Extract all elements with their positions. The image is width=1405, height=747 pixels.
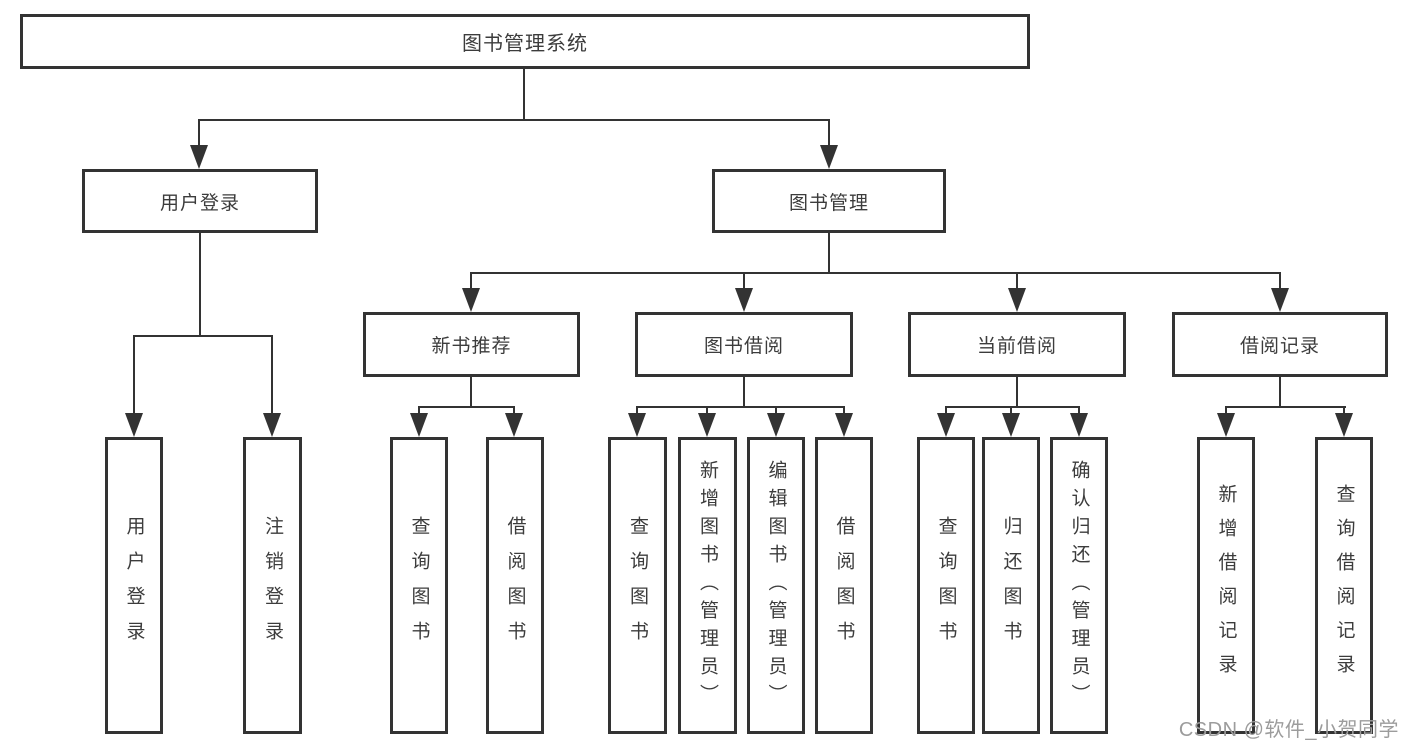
connector-line — [271, 335, 273, 417]
connector-line — [1279, 272, 1281, 292]
leaf-borrow-books-1-label: 借阅图书 — [504, 515, 526, 656]
arrow-down-icon — [698, 413, 716, 437]
node-new-book-recommend: 新书推荐 — [363, 312, 580, 377]
connector-line — [828, 119, 830, 149]
connector-line — [470, 272, 472, 292]
arrow-down-icon — [462, 288, 480, 312]
node-current-borrow: 当前借阅 — [908, 312, 1126, 377]
connector-line — [133, 335, 273, 337]
connector-line — [1010, 406, 1012, 417]
leaf-edit-book-admin-label: 编辑图书（管理员） — [765, 459, 787, 712]
leaf-query-borrow-record-label: 查询借阅记录 — [1333, 483, 1355, 688]
leaf-borrow-books-2-label: 借阅图书 — [833, 515, 855, 656]
arrow-down-icon — [1335, 413, 1353, 437]
arrow-down-icon — [628, 413, 646, 437]
connector-line — [706, 406, 708, 417]
connector-line — [1343, 406, 1345, 417]
leaf-add-borrow-record-label: 新增借阅记录 — [1215, 483, 1237, 688]
arrow-down-icon — [937, 413, 955, 437]
connector-line — [418, 406, 420, 417]
arrow-down-icon — [820, 145, 838, 169]
arrow-down-icon — [263, 413, 281, 437]
leaf-user-login: 用户登录 — [105, 437, 163, 734]
node-borrow-records: 借阅记录 — [1172, 312, 1388, 377]
connector-line — [470, 272, 1281, 274]
node-book-borrow: 图书借阅 — [635, 312, 853, 377]
arrow-down-icon — [1008, 288, 1026, 312]
connector-line — [743, 272, 745, 292]
leaf-confirm-return-admin-label: 确认归还（管理员） — [1068, 459, 1090, 712]
connector-line — [843, 406, 845, 417]
arrow-down-icon — [1070, 413, 1088, 437]
connector-line — [828, 233, 830, 274]
leaf-edit-book-admin: 编辑图书（管理员） — [747, 437, 805, 734]
connector-line — [513, 406, 515, 417]
connector-line — [1016, 272, 1018, 292]
leaf-query-books-3-label: 查询图书 — [935, 515, 957, 656]
connector-line — [1225, 406, 1346, 408]
arrow-down-icon — [835, 413, 853, 437]
leaf-query-books-1-label: 查询图书 — [408, 515, 430, 656]
connector-line — [470, 377, 472, 408]
leaf-user-login-label: 用户登录 — [123, 515, 145, 656]
leaf-query-books-3: 查询图书 — [917, 437, 975, 734]
leaf-query-books-2-label: 查询图书 — [627, 515, 648, 656]
node-book-management: 图书管理 — [712, 169, 946, 233]
connector-line — [636, 406, 845, 408]
arrow-down-icon — [1002, 413, 1020, 437]
connector-line — [775, 406, 777, 417]
connector-line — [199, 233, 201, 337]
leaf-add-book-admin-label: 新增图书（管理员） — [697, 459, 718, 712]
leaf-logout-login-label: 注销登录 — [262, 515, 283, 656]
node-user-login: 用户登录 — [82, 169, 318, 233]
connector-line — [1078, 406, 1080, 417]
node-root: 图书管理系统 — [20, 14, 1030, 69]
leaf-borrow-books-1: 借阅图书 — [486, 437, 544, 734]
leaf-return-book: 归还图书 — [982, 437, 1040, 734]
connector-line — [133, 335, 135, 417]
connector-line — [418, 406, 515, 408]
leaf-return-book-label: 归还图书 — [1000, 515, 1022, 656]
arrow-down-icon — [767, 413, 785, 437]
leaf-query-borrow-record: 查询借阅记录 — [1315, 437, 1373, 734]
leaf-add-borrow-record: 新增借阅记录 — [1197, 437, 1255, 734]
connector-line — [1016, 377, 1018, 408]
connector-line — [945, 406, 1080, 408]
leaf-borrow-books-2: 借阅图书 — [815, 437, 873, 734]
leaf-query-books-1: 查询图书 — [390, 437, 448, 734]
leaf-logout-login: 注销登录 — [243, 437, 302, 734]
connector-line — [523, 68, 525, 121]
connector-line — [198, 119, 830, 121]
arrow-down-icon — [190, 145, 208, 169]
arrow-down-icon — [505, 413, 523, 437]
arrow-down-icon — [735, 288, 753, 312]
arrow-down-icon — [125, 413, 143, 437]
leaf-confirm-return-admin: 确认归还（管理员） — [1050, 437, 1108, 734]
leaf-query-books-2: 查询图书 — [608, 437, 667, 734]
leaf-add-book-admin: 新增图书（管理员） — [678, 437, 737, 734]
connector-line — [945, 406, 947, 417]
connector-line — [198, 119, 200, 149]
connector-line — [636, 406, 638, 417]
connector-line — [1279, 377, 1281, 408]
arrow-down-icon — [410, 413, 428, 437]
connector-line — [743, 377, 745, 408]
connector-line — [1225, 406, 1227, 417]
arrow-down-icon — [1217, 413, 1235, 437]
arrow-down-icon — [1271, 288, 1289, 312]
